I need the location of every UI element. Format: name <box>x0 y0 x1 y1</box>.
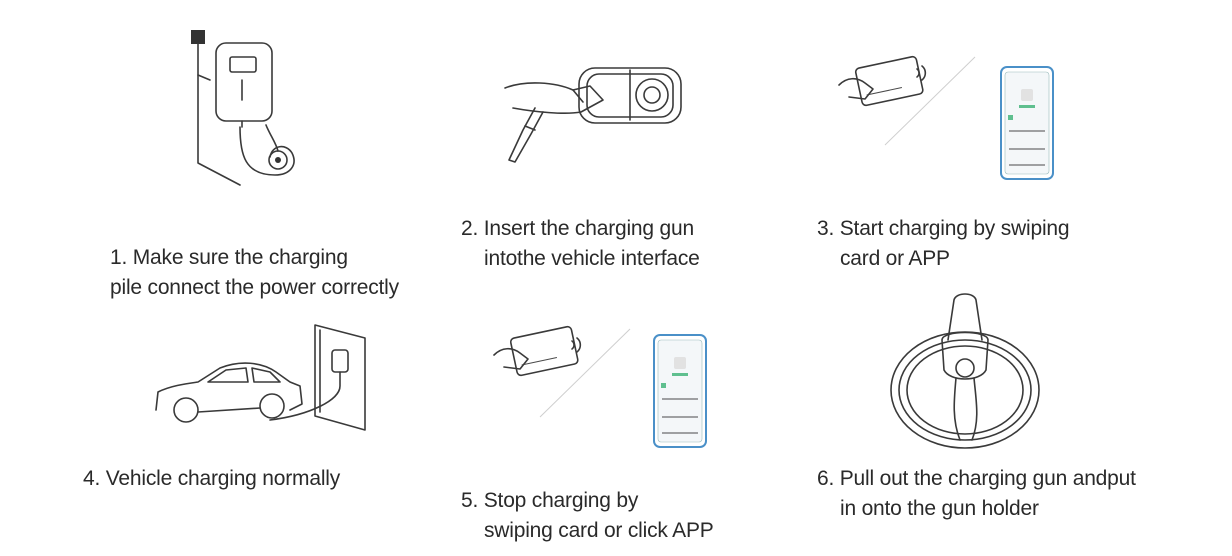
step-2-line1: 2. Insert the charging gun <box>461 217 694 240</box>
step-1-caption: 1. Make sure the charging pile connect t… <box>110 243 399 303</box>
card-swipe-phone-icon <box>493 325 707 448</box>
step-1-line1: 1. Make sure the charging <box>110 246 348 269</box>
step-5-caption: 5. Stop charging by swiping card or clic… <box>461 486 714 546</box>
step-6-caption: 6. Pull out the charging gun andput in o… <box>817 464 1136 524</box>
step-3-caption: 3. Start charging by swiping card or APP <box>817 214 1070 274</box>
car-charging-icon <box>155 324 366 431</box>
step-2-caption: 2. Insert the charging gun intothe vehic… <box>461 214 700 274</box>
step-1-line2: pile connect the power correctly <box>110 276 399 299</box>
step-4-caption: 4. Vehicle charging normally <box>83 464 340 494</box>
step-5-line1: 5. Stop charging by <box>461 489 639 512</box>
step-4-line1: 4. Vehicle charging normally <box>83 467 341 490</box>
step-3-line2: card or APP <box>840 247 950 270</box>
card-swipe-phone-icon <box>838 55 1054 180</box>
step-6-line1: 6. Pull out the charging gun andput <box>817 467 1136 490</box>
step-2-line2: intothe vehicle interface <box>484 247 700 270</box>
gun-holder-cable-icon <box>890 293 1040 449</box>
step-6-line2: in onto the gun holder <box>840 497 1039 520</box>
step-5-line2: swiping card or click APP <box>484 519 714 542</box>
wall-charger-icon <box>191 30 295 186</box>
step-3-line1: 3. Start charging by swiping <box>817 217 1070 240</box>
charging-gun-insert-icon <box>504 67 682 163</box>
